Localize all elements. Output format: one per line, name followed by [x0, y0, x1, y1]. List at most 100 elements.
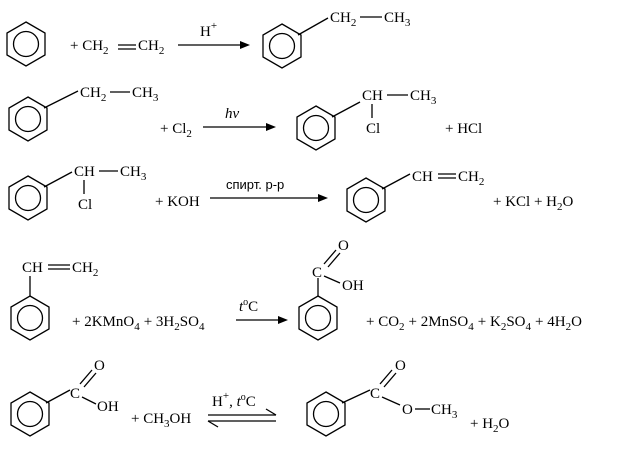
benzene-ring — [10, 295, 50, 341]
carbonyl-carbon: C — [70, 386, 80, 402]
benzene-ring — [262, 23, 302, 69]
plus-kcl-h2o: + KCl + H — [493, 194, 557, 210]
double-bond — [79, 369, 93, 385]
benzene-ring — [346, 177, 386, 223]
carbonyl-carbon: C — [312, 265, 322, 281]
subscript: 3 — [164, 418, 170, 430]
methyl-group: CH — [431, 402, 452, 418]
reaction-1: + CH2 CH2 H+ CH2 CH3 — [6, 10, 411, 69]
benzene-ring — [10, 391, 50, 437]
double-bond — [83, 372, 97, 388]
subscript: 2 — [103, 45, 109, 57]
double-bond — [323, 249, 337, 265]
subscript: 4 — [199, 321, 205, 333]
hydroxyl-group: OH — [97, 399, 119, 415]
bond — [381, 396, 401, 406]
ch3-group: CH — [384, 10, 405, 26]
subscript: 2 — [557, 201, 563, 213]
plus-hcl: + HCl — [445, 121, 482, 137]
ch3-group: CH — [120, 164, 141, 180]
subscript: 4 — [526, 321, 532, 333]
catalyst-h: H — [212, 394, 223, 410]
svg-text:+ 2KMnO4+ 3H2SO4: + 2KMnO4+ 3H2SO4 — [72, 314, 205, 333]
plus-water: + H — [470, 416, 493, 432]
subscript: 4 — [134, 321, 140, 333]
arrow-head — [240, 41, 250, 49]
plus-water: + 4H — [535, 314, 566, 330]
subscript: 2 — [159, 45, 165, 57]
ch-group: CH — [74, 164, 95, 180]
svg-text:+ H2O: + H2O — [470, 416, 510, 435]
reaction-3: CH CH3 Cl + KOH спирт. р-р CH CH2 + KCl … — [8, 164, 574, 223]
catalyst-label: H — [200, 24, 211, 40]
benzene-ring — [296, 105, 336, 151]
bond — [43, 171, 73, 188]
svg-text:CH2: CH2 — [458, 169, 484, 188]
chloro-group: Cl — [366, 121, 380, 137]
svg-text:+ Cl2: + Cl2 — [160, 121, 192, 140]
oxygen: O — [563, 194, 574, 210]
subscript: 2 — [501, 321, 507, 333]
plus-koh: + KOH — [155, 194, 200, 210]
reverse-arrow-barb — [207, 420, 219, 428]
double-bond — [383, 372, 397, 388]
svg-text:+ CO2+ 2MnSO4+ K2SO4+ 4H2O: + CO2+ 2MnSO4+ K2SO4+ 4H2O — [366, 314, 582, 333]
sulfate: SO — [506, 314, 525, 330]
subscript: 2 — [566, 321, 572, 333]
svg-text:H+: H+ — [200, 20, 217, 40]
double-bond — [379, 369, 393, 385]
condition-t: t — [239, 299, 244, 315]
subscript: 2 — [479, 176, 485, 188]
svg-text:CH2: CH2 — [80, 85, 106, 104]
reaction-5: C O OH + CH3OH H+, toC C O O CH3 + H2O — [10, 358, 510, 437]
condition-alcohol-solution: спирт. р-р — [226, 177, 284, 192]
plus-co2: + CO — [366, 314, 399, 330]
degree-sign: o — [243, 297, 248, 308]
benzene-ring — [298, 295, 338, 341]
plus-h2so4: + 3H — [144, 314, 175, 330]
svg-text:CH3: CH3 — [384, 10, 411, 29]
condition-celsius: C — [248, 299, 258, 315]
subscript: 4 — [468, 321, 474, 333]
carbonyl-oxygen: O — [338, 238, 349, 254]
plus-ethylene: + CH — [70, 38, 103, 54]
ethylene-ch2: CH — [138, 38, 159, 54]
condition-t: t — [237, 394, 242, 410]
hydroxyl-group: OH — [342, 278, 364, 294]
svg-text:CH3: CH3 — [431, 402, 458, 421]
carbonyl-oxygen: O — [94, 358, 105, 374]
bond — [331, 101, 361, 118]
svg-text:CH3: CH3 — [410, 88, 437, 107]
bond — [341, 389, 371, 404]
subscript: 3 — [452, 409, 458, 421]
superscript: + — [223, 390, 229, 402]
svg-text:CH3: CH3 — [120, 164, 147, 183]
subscript: 2 — [186, 128, 192, 140]
arrow-head — [318, 194, 328, 202]
plus-k2so4: + K — [478, 314, 501, 330]
subscript: 2 — [493, 423, 499, 435]
subscript: 2 — [399, 321, 405, 333]
condition-celsius: C — [246, 394, 256, 410]
benzene-ring — [6, 21, 46, 67]
ch2-group: CH — [80, 85, 101, 101]
subscript: 3 — [153, 92, 159, 104]
subscript: 3 — [141, 171, 147, 183]
benzene-ring — [8, 96, 48, 142]
plus-mnso4: + 2MnSO — [409, 314, 469, 330]
subscript: 2 — [93, 267, 99, 279]
ch3-group: CH — [132, 85, 153, 101]
double-bond — [327, 252, 341, 268]
bond — [45, 389, 71, 404]
subscript: 3 — [431, 95, 437, 107]
bond — [297, 17, 329, 36]
oxygen: O — [571, 314, 582, 330]
ch-group: CH — [362, 88, 383, 104]
carbonyl-carbon: C — [370, 386, 380, 402]
forward-arrow-barb — [265, 408, 277, 416]
ester-oxygen: O — [402, 402, 413, 418]
plus-methanol: + CH — [131, 411, 164, 427]
svg-text:CH3: CH3 — [132, 85, 159, 104]
arrow-head — [278, 316, 288, 324]
